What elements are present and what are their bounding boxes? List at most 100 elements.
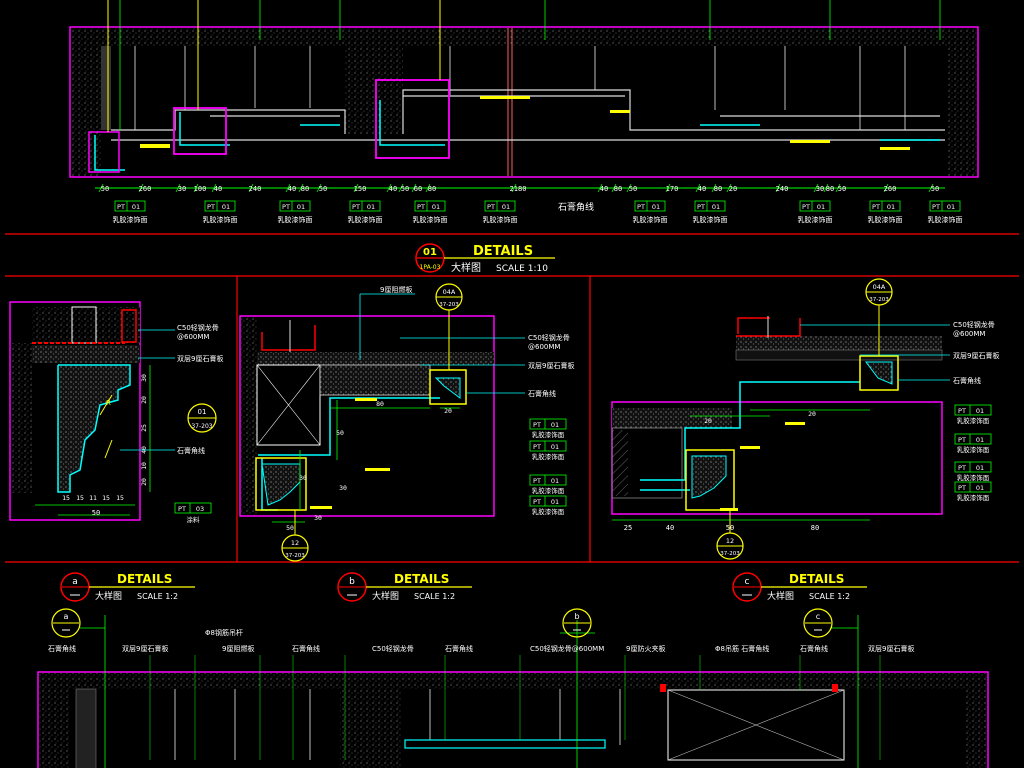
tag-number: 01 [817, 203, 825, 211]
dim-tick [353, 183, 359, 193]
panel-a-vdim: 20 [140, 396, 148, 404]
svg-text:37-203: 37-203 [285, 553, 305, 559]
tag-box [529, 418, 567, 430]
dim-label: 40 [600, 185, 608, 193]
panel-b-dim: 20 [444, 407, 452, 415]
dim-label: 150 [354, 185, 367, 193]
details-letter: a [72, 577, 78, 587]
tag-caption: 乳胶漆饰面 [532, 486, 565, 495]
dim-tick [711, 183, 717, 193]
bottom-label: Φ8钢筋吊杆 [205, 628, 243, 637]
panel-a-label-3: 石膏角线 [177, 446, 205, 455]
bottom-label: 石膏角线 [292, 644, 320, 653]
tag-number: 01 [976, 436, 984, 444]
svg-text:C50轻钢龙骨: C50轻钢龙骨 [953, 320, 995, 329]
top-frame [69, 26, 979, 178]
dim-label: 260 [139, 185, 152, 193]
dim-tick [175, 183, 181, 193]
tag-caption: 乳胶漆饰面 [532, 507, 565, 516]
dim-label: 100 [194, 185, 207, 193]
svg-text:石膏角线: 石膏角线 [528, 389, 556, 398]
details-01-scale: SCALE 1:10 [496, 264, 548, 274]
svg-text:12: 12 [291, 539, 299, 547]
tag-code: PT [533, 421, 541, 429]
dim-tick [823, 183, 829, 193]
dim-label: 40 [288, 185, 296, 193]
bottom-callout-letter: c [816, 612, 820, 621]
dim-label: 60 [414, 185, 422, 193]
svg-text:PT: PT [178, 505, 186, 513]
dim-tick [316, 183, 322, 193]
bottom-label: 双层9厘石膏板 [868, 644, 914, 653]
svg-text:37-203: 37-203 [869, 297, 889, 303]
details-scale: SCALE 1:2 [809, 592, 850, 601]
tag-box [929, 200, 961, 212]
tag-box [349, 200, 381, 212]
dim-label: 40 [214, 185, 222, 193]
dim-tick [211, 183, 217, 193]
tag-code: PT [958, 436, 966, 444]
dim-label: 170 [666, 185, 679, 193]
panel-b-dim: 30 [339, 484, 347, 492]
dim-label: 30 [178, 185, 186, 193]
tag-number: 01 [551, 443, 559, 451]
details-subtitle: 大样图 [372, 590, 399, 602]
details-letter: b [349, 577, 355, 587]
tag-box [529, 495, 567, 507]
dim-label: 40 [698, 185, 706, 193]
bottom-callout-circle [803, 608, 833, 638]
tag-number: 01 [551, 477, 559, 485]
dim-label: 240 [776, 185, 789, 193]
tag-caption: 乳胶漆饰面 [693, 215, 728, 224]
dim-label: 40 [389, 185, 397, 193]
svg-text:37-203: 37-203 [720, 551, 740, 557]
tag-box [954, 461, 992, 473]
svg-text:37-203: 37-203 [439, 302, 459, 308]
tag-box [634, 200, 666, 212]
dim-tick [726, 183, 732, 193]
panel-a-hdim: 15 [116, 494, 124, 502]
tag-number: 01 [652, 203, 660, 211]
details-subtitle: 大样图 [767, 590, 794, 602]
panel-b-top-label: 9厘阻燃板 [380, 285, 412, 294]
panel-c-bottom-dim: 80 [811, 524, 819, 532]
tag-code: PT [697, 203, 705, 211]
tag-code: PT [533, 443, 541, 451]
tag-caption: 乳胶漆饰面 [868, 215, 903, 224]
tag-caption: 乳胶漆饰面 [413, 215, 448, 224]
bottom-label: 9厘阻燃板 [222, 644, 254, 653]
panel-a-vdim: 30 [140, 374, 148, 382]
dim-label: 80 [614, 185, 622, 193]
svg-text:03: 03 [196, 505, 204, 513]
bottom-label: C50轻钢龙骨 [372, 644, 414, 653]
panel-a-hdim: 11 [89, 494, 97, 502]
panel-a-vdim: 10 [140, 462, 148, 470]
panel-b-dim: 50 [336, 429, 344, 437]
tag-caption: 乳胶漆饰面 [957, 416, 990, 425]
tag-caption: 乳胶漆饰面 [278, 215, 313, 224]
bottom-callout-circle [51, 608, 81, 638]
panel-a-hdim: 15 [76, 494, 84, 502]
tag-number: 01 [367, 203, 375, 211]
panel-a-label-1: C50轻钢龙骨 [177, 323, 219, 332]
tag-code: PT [872, 203, 880, 211]
panel-b-dim: 30 [299, 474, 307, 482]
details-01-subtitle: 大样图 [451, 261, 481, 274]
panel-c-dim: 20 [704, 417, 712, 425]
bottom-label: 石膏角线 [445, 644, 473, 653]
dim-tick [835, 183, 841, 193]
tag-number: 01 [132, 203, 140, 211]
tag-number: 01 [502, 203, 510, 211]
details-title: DETAILS [394, 572, 449, 586]
panel-b-dim: 80 [376, 400, 384, 408]
dim-tick [386, 183, 392, 193]
dim-label: 50 [319, 185, 327, 193]
tag-box [694, 200, 726, 212]
dim-label: 50 [101, 185, 109, 193]
tag-code: PT [637, 203, 645, 211]
details-title: DETAILS [117, 572, 172, 586]
